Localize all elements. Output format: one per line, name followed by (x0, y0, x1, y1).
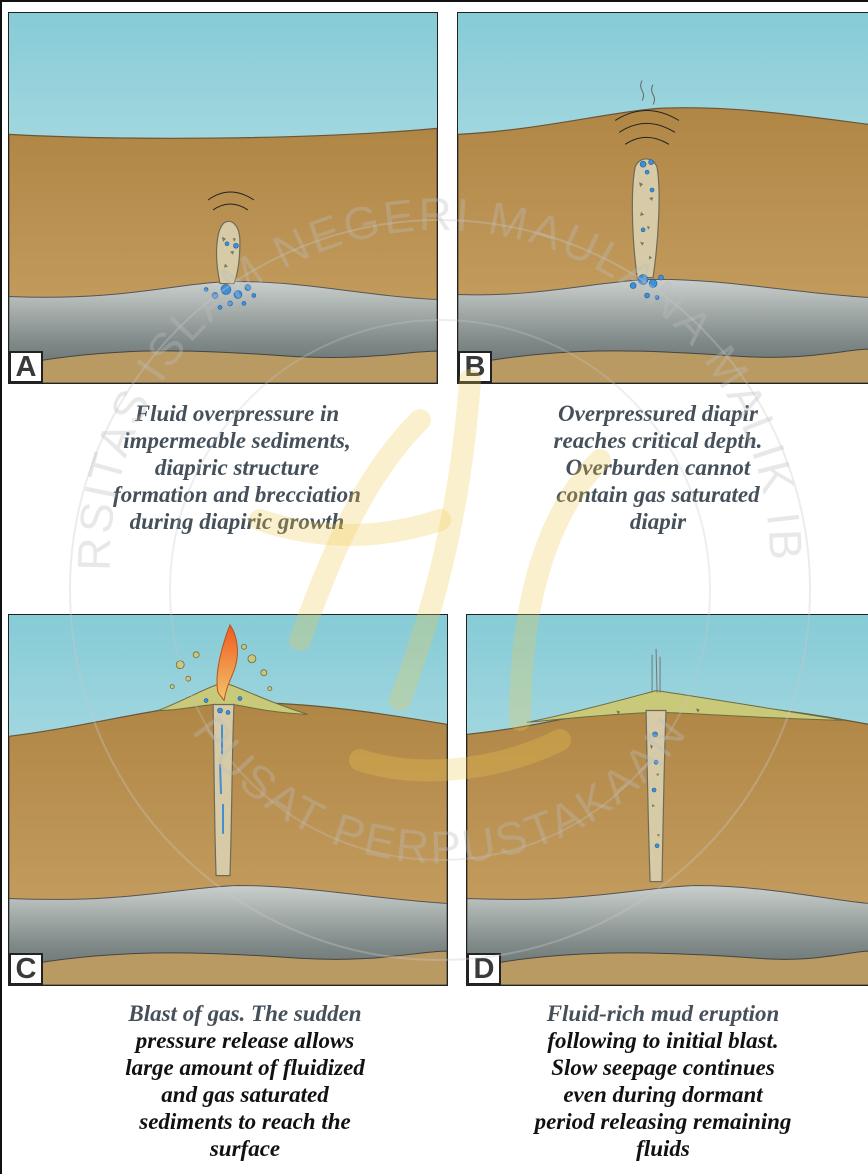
caption-line: Overburden cannot (448, 454, 868, 481)
panel-b-illustration (458, 13, 868, 383)
panel-b: B (457, 12, 868, 384)
conduit (213, 705, 234, 876)
caption-c: Blast of gas. The sudden pressure releas… (30, 1000, 460, 1162)
caption-line: surface (30, 1135, 460, 1162)
diapir (217, 221, 240, 283)
caption-line: large amount of fluidized (30, 1054, 460, 1081)
caption-line: impermeable sediments, (22, 427, 452, 454)
caption-line: diapiric structure (22, 454, 452, 481)
panel-c-illustration (9, 615, 447, 985)
caption-line: even during dormant (458, 1081, 868, 1108)
caption-line: reaches critical depth. (448, 427, 868, 454)
lower-sediment (9, 351, 437, 383)
caption-line: sediments to reach the (30, 1108, 460, 1135)
diapir (632, 159, 659, 278)
caption-line: period releasing remaining (458, 1108, 868, 1135)
top-border (0, 0, 868, 2)
caption-line: fluids (458, 1135, 868, 1162)
panel-a-label: A (9, 351, 43, 383)
caption-line: Overpressured diapir (448, 400, 868, 427)
caption-line: Blast of gas. The sudden (30, 1000, 460, 1027)
caption-d: Fluid-rich mud eruption following to ini… (458, 1000, 868, 1162)
caption-line: during diapiric growth (22, 508, 452, 535)
panel-d-label: D (467, 953, 501, 985)
caption-line: Fluid overpressure in (22, 400, 452, 427)
caption-line: and gas saturated (30, 1081, 460, 1108)
left-border (0, 0, 2, 1174)
caption-line: following to initial blast. (458, 1027, 868, 1054)
caption-a: Fluid overpressure in impermeable sedime… (22, 400, 452, 535)
caption-line: Slow seepage continues (458, 1054, 868, 1081)
caption-line: Fluid-rich mud eruption (458, 1000, 868, 1027)
panel-b-label: B (458, 351, 492, 383)
panel-d-illustration (467, 615, 868, 985)
panel-a-illustration (9, 13, 437, 383)
caption-line: contain gas saturated (448, 481, 868, 508)
panel-d: D (466, 614, 868, 986)
panel-c-label: C (9, 953, 43, 985)
panel-c: C (8, 614, 448, 986)
panel-a: A (8, 12, 438, 384)
caption-line: diapir (448, 508, 868, 535)
caption-line: pressure release allows (30, 1027, 460, 1054)
caption-b: Overpressured diapir reaches critical de… (448, 400, 868, 535)
caption-line: formation and brecciation (22, 481, 452, 508)
